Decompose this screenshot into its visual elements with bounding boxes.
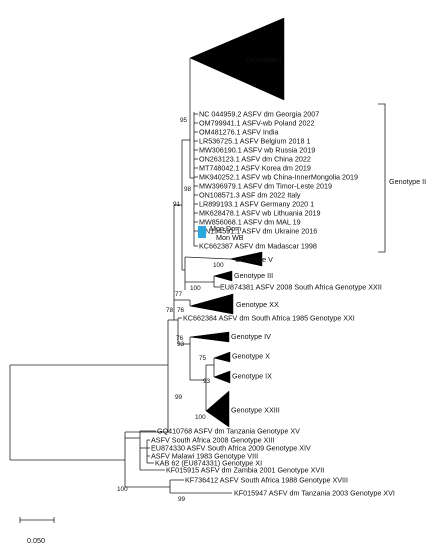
taxon-label: MK940252.1 ASFV wb China-InnerMongolia 2… bbox=[199, 173, 358, 182]
genotype-x-clade bbox=[213, 351, 231, 363]
scale-bar bbox=[19, 517, 55, 523]
branch bbox=[184, 256, 231, 260]
taxon-label: MW856068.1 ASFV dm MAL 19 bbox=[199, 218, 301, 227]
kf736412-label: KF736412 ASFV South Africa 1988 Genotype… bbox=[185, 476, 348, 485]
bootstrap-100: 100 bbox=[190, 285, 201, 292]
taxon-label: MW306190.1 ASFV wb Russia 2019 bbox=[199, 146, 315, 155]
taxon-label: OM481276.1 ASFV India bbox=[199, 128, 279, 137]
taxon-label: MW396979.1 ASFV dm Timor-Leste 2019 bbox=[199, 182, 332, 191]
bootstrap-100: 100 bbox=[213, 262, 224, 269]
bootstrap-76: 76 bbox=[177, 307, 185, 314]
genotype-xx-clade bbox=[189, 293, 234, 315]
genotype-iii-clade bbox=[213, 270, 233, 282]
taxon-label: MN194591.1 ASFV dm Ukraine 2016 bbox=[199, 227, 317, 236]
genotype-xxiii-label: Genotype XXIII bbox=[231, 406, 280, 415]
kc662384-label: KC662384 ASFV dm South Africa 1985 Genot… bbox=[183, 314, 355, 323]
bootstrap-99: 99 bbox=[175, 394, 183, 401]
kf015947-label: KF015947 ASFV dm Tanzania 2003 Genotype … bbox=[234, 489, 395, 498]
bootstrap-93: 93 bbox=[177, 341, 185, 348]
genotype-x-label: Genotype X bbox=[232, 352, 270, 361]
malawi-label: ASFV Malawi 1983 Genotype VIII bbox=[151, 452, 258, 461]
bootstrap-75: 75 bbox=[199, 355, 207, 362]
genotype-ix-label: Genotype IX bbox=[232, 372, 272, 381]
genotype-iv-label: Genotype IV bbox=[231, 332, 271, 341]
taxon-label: OM799941.1 ASFV-wb Poland 2022 bbox=[199, 119, 314, 128]
taxon-label: ON108571.3 ASF dm 2022 Italy bbox=[199, 191, 301, 200]
bootstrap-100: 100 bbox=[117, 486, 128, 493]
bootstrap-91: 91 bbox=[173, 201, 181, 208]
genotype-iii-label: Genotype III bbox=[234, 271, 273, 280]
genotype-ii-bracket bbox=[378, 103, 386, 253]
taxon-label: ON263123.1 ASFV dm China 2022 bbox=[199, 155, 311, 164]
gq410768-label: GQ410768 ASFV dm Tanzania Genotype XV bbox=[157, 427, 300, 436]
genotype-xxiii-clade bbox=[205, 390, 230, 428]
scale-label: 0.050 bbox=[27, 536, 45, 545]
bootstrap-98: 98 bbox=[184, 186, 192, 193]
genotype-ix-clade bbox=[213, 370, 231, 384]
mon-dom-label: Mon Dom bbox=[210, 224, 241, 233]
kab62-label: KAB 62 (EU874331) Genotype XI bbox=[155, 459, 262, 468]
sa2008-label: ASFV South Africa 2008 Genotype XIII bbox=[151, 436, 274, 445]
genotype-ii-label: Genotype II bbox=[389, 177, 426, 186]
eu874330-label: EU874330 ASFV South Africa 2009 Genotype… bbox=[151, 444, 311, 453]
genotype-iv-clade bbox=[189, 331, 230, 343]
taxon-label: LR899193.1 ASFV Germany 2020 1 bbox=[199, 200, 314, 209]
genotype-i-label: Genotype I bbox=[246, 55, 281, 64]
madascar-label: KC662387 ASFV dm Madascar 1998 bbox=[199, 242, 317, 251]
taxon-label: MT748042.1 ASFV Korea dm 2019 bbox=[199, 164, 311, 173]
bootstrap-99: 99 bbox=[178, 496, 186, 503]
bootstrap-78: 78 bbox=[166, 307, 174, 314]
bootstrap-93: 93 bbox=[203, 378, 211, 385]
genotype-xx-label: Genotype XX bbox=[236, 300, 279, 309]
genotype-v-label: Genotype V bbox=[235, 255, 273, 264]
bootstrap-76: 76 bbox=[176, 335, 184, 342]
taxon-label: MK628478.1 ASFV wb Lithuania 2019 bbox=[199, 209, 320, 218]
mongolia-highlight bbox=[198, 226, 206, 238]
genotype-ii-taxa: NC 044959.2 ASFV dm Georgia 2007 OM79994… bbox=[194, 110, 358, 236]
taxon-label: LR536725.1 ASFV Belgium 2018 1 bbox=[199, 137, 310, 146]
eu874381-label: EU874381 ASFV 2008 South Africa Genotype… bbox=[220, 283, 382, 292]
genotype-i-clade bbox=[189, 17, 285, 101]
bootstrap-100: 100 bbox=[195, 414, 206, 421]
genotype-v-clade bbox=[229, 251, 263, 267]
mon-wb-label: Mon WB bbox=[216, 233, 244, 242]
bootstrap-95: 95 bbox=[180, 117, 188, 124]
bootstrap-77: 77 bbox=[175, 291, 183, 298]
kf015915-label: KF015915 ASFV dm Zambia 2001 Genotype XV… bbox=[166, 466, 324, 475]
taxon-label: NC 044959.2 ASFV dm Georgia 2007 bbox=[199, 110, 319, 119]
